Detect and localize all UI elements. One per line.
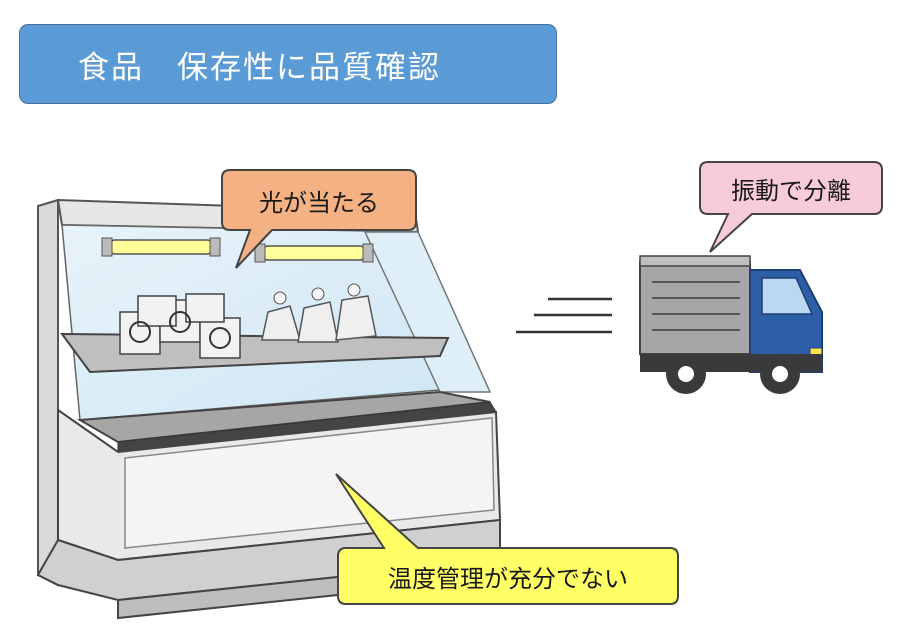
callout-vibration xyxy=(699,161,883,253)
callout-temperature xyxy=(335,473,679,605)
truck-wheel-rear xyxy=(666,354,706,394)
page-title: 食品 保存性に品質確認 xyxy=(19,24,557,104)
light-fixture-left xyxy=(101,237,221,257)
callout-temperature-text: 温度管理が充分でない xyxy=(388,564,628,593)
callout-vibration-text: 振動で分離 xyxy=(731,176,851,205)
delivery-truck xyxy=(516,255,823,394)
page-title-text: 食品 保存性に品質確認 xyxy=(78,49,441,86)
truck-wheel-front xyxy=(760,354,800,394)
packaged-food-left xyxy=(119,293,241,359)
callout-light-text: 光が当たる xyxy=(259,188,379,217)
light-fixture-right xyxy=(254,243,374,263)
packaged-food-right xyxy=(261,283,377,343)
callout-light xyxy=(221,169,417,269)
motion-lines xyxy=(516,297,612,334)
